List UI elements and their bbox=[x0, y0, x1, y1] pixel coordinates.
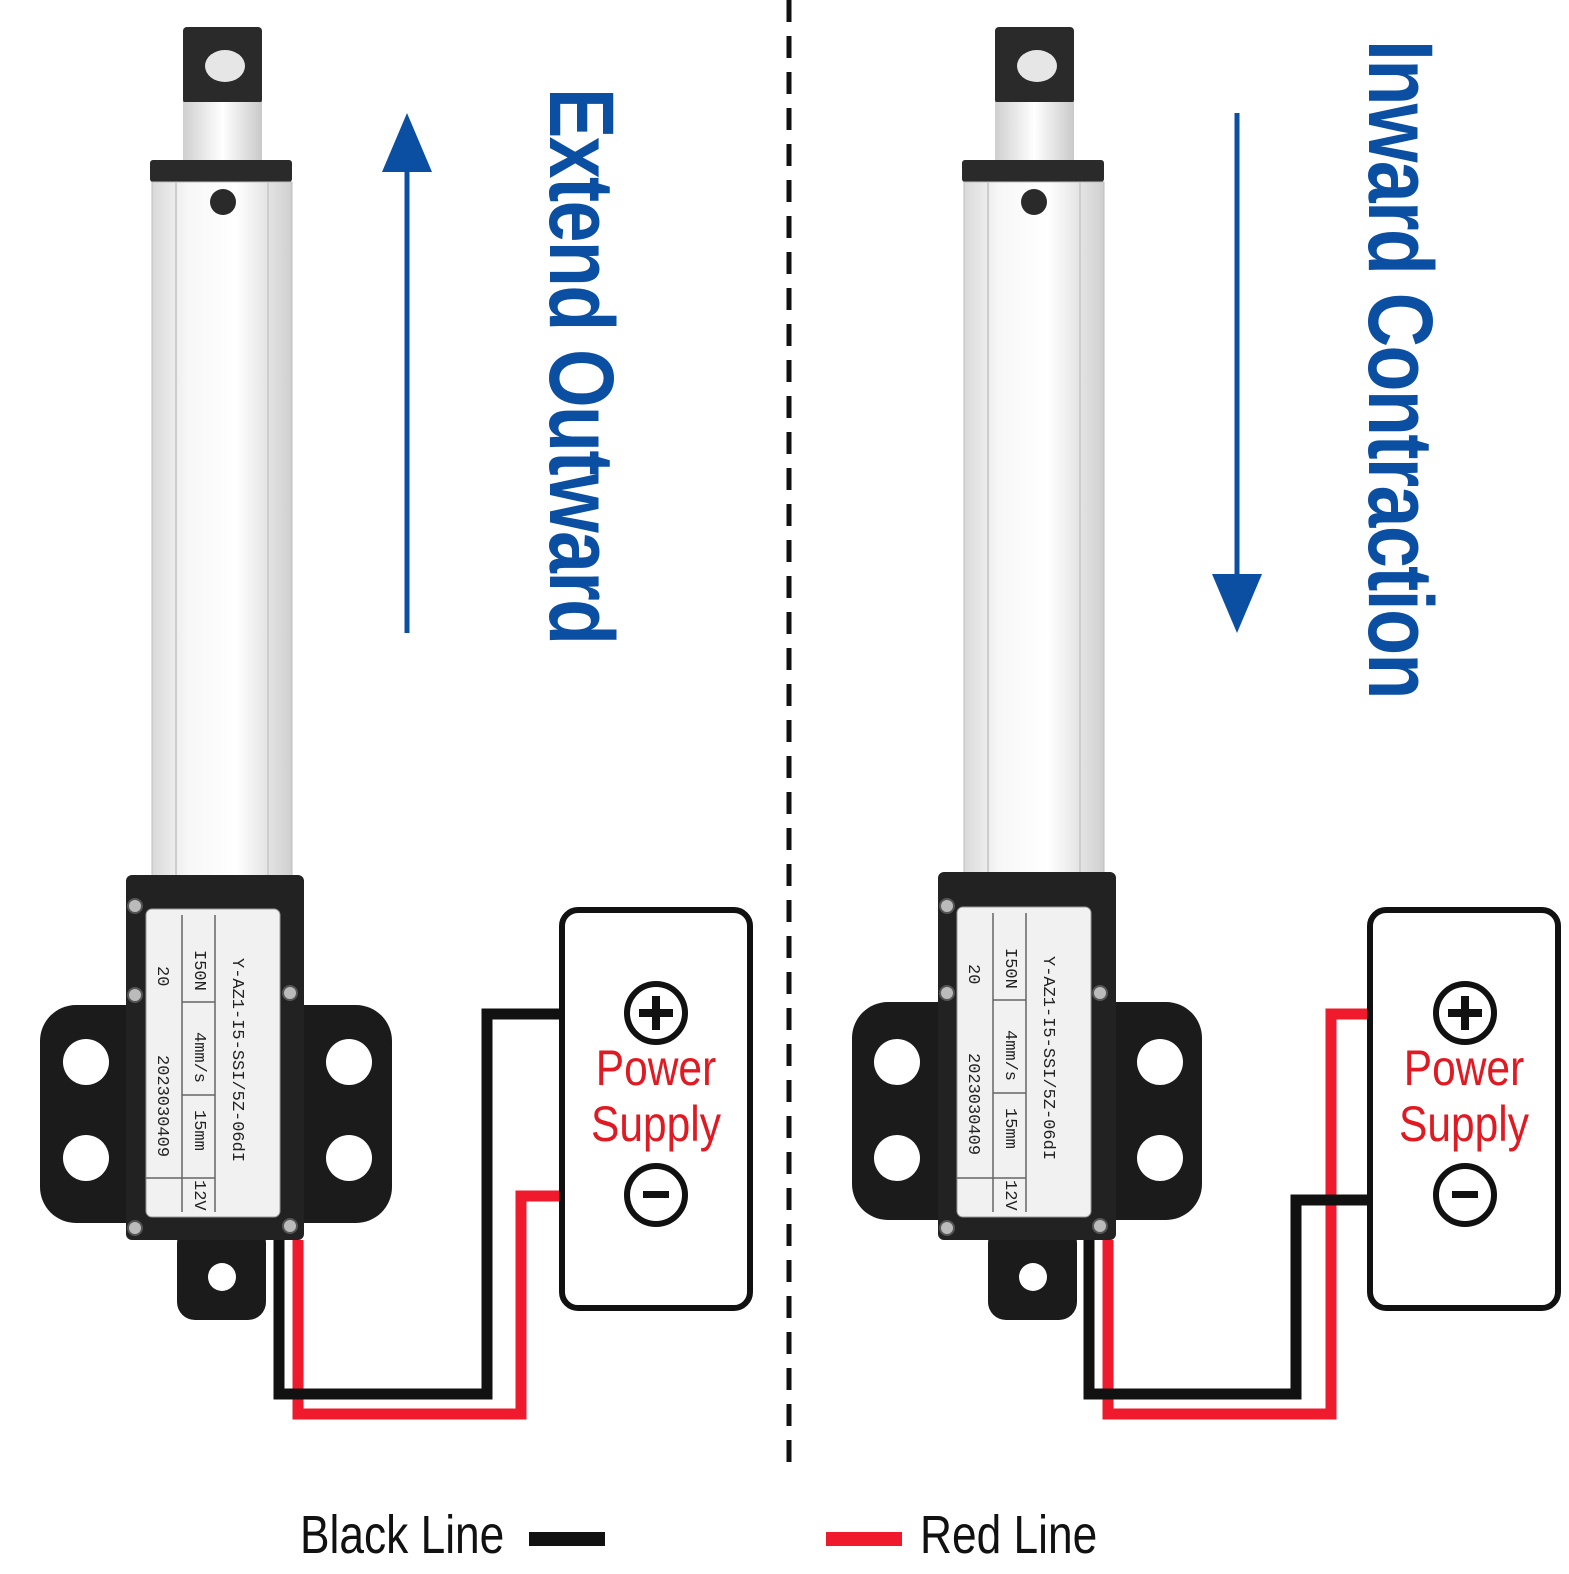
power-word: Power bbox=[1403, 1040, 1525, 1096]
spec-speed: 4mm/s bbox=[189, 1032, 208, 1083]
left-actuator: Y-AZ1-I5-SSI/5Z-06dI I50N 4mm/s 15mm 12V… bbox=[40, 27, 392, 1320]
minus-circle-icon bbox=[1433, 1163, 1497, 1227]
spec-model: Y-AZ1-I5-SSI/5Z-06dI bbox=[1038, 956, 1057, 1160]
spec-model: Y-AZ1-I5-SSI/5Z-06dI bbox=[227, 958, 246, 1162]
spec-force: I50N bbox=[189, 950, 208, 991]
inward-contraction-label: Inward Contraction bbox=[1349, 40, 1451, 698]
left-wires bbox=[273, 1008, 562, 1420]
left-red-wire bbox=[292, 1190, 562, 1420]
panel-right: Y-AZ1-I5-SSI/5Z-06dI I50N 4mm/s 15mm 12V… bbox=[852, 27, 1561, 1420]
spec-stroke: 15mm bbox=[189, 1110, 208, 1151]
right-black-wire bbox=[1083, 1194, 1370, 1400]
right-power-supply-label: Power Supply bbox=[1383, 1040, 1545, 1152]
left-power-supply-label: Power Supply bbox=[575, 1040, 737, 1152]
right-wires bbox=[1083, 1008, 1370, 1420]
left-black-wire bbox=[273, 1008, 562, 1400]
extend-outward-label: Extend Outward bbox=[530, 88, 632, 644]
plus-circle-icon bbox=[624, 981, 688, 1045]
left-power-supply-box bbox=[559, 907, 753, 1311]
spec-date: 2023030409 bbox=[152, 1055, 171, 1157]
spec-voltage: 12V bbox=[1000, 1180, 1019, 1211]
spec-speed: 4mm/s bbox=[1000, 1030, 1019, 1081]
left-spec-plate: Y-AZ1-I5-SSI/5Z-06dI I50N 4mm/s 15mm 12V… bbox=[145, 908, 281, 1218]
red-line-swatch bbox=[826, 1532, 902, 1546]
black-line-label: Black Line bbox=[300, 1505, 505, 1565]
supply-word: Supply bbox=[591, 1096, 721, 1152]
spec-code: 20 bbox=[152, 966, 171, 986]
supply-word: Supply bbox=[1399, 1096, 1529, 1152]
right-actuator: Y-AZ1-I5-SSI/5Z-06dI I50N 4mm/s 15mm 12V… bbox=[852, 27, 1202, 1320]
spec-force: I50N bbox=[1000, 948, 1019, 989]
black-line-swatch bbox=[529, 1532, 605, 1546]
minus-circle-icon bbox=[624, 1163, 688, 1227]
right-spec-plate: Y-AZ1-I5-SSI/5Z-06dI I50N 4mm/s 15mm 12V… bbox=[956, 906, 1092, 1218]
spec-voltage: 12V bbox=[189, 1180, 208, 1211]
plus-circle-icon bbox=[1433, 981, 1497, 1045]
panel-left: Y-AZ1-I5-SSI/5Z-06dI I50N 4mm/s 15mm 12V… bbox=[40, 27, 753, 1420]
right-red-wire bbox=[1102, 1008, 1370, 1420]
spec-code: 20 bbox=[963, 964, 982, 984]
spec-stroke: 15mm bbox=[1000, 1108, 1019, 1149]
arrow-down-icon bbox=[1212, 113, 1262, 633]
right-power-supply-box bbox=[1367, 907, 1561, 1311]
arrow-up-icon bbox=[382, 113, 432, 633]
red-line-label: Red Line bbox=[920, 1505, 1098, 1565]
power-word: Power bbox=[595, 1040, 717, 1096]
spec-date: 2023030409 bbox=[963, 1053, 982, 1155]
